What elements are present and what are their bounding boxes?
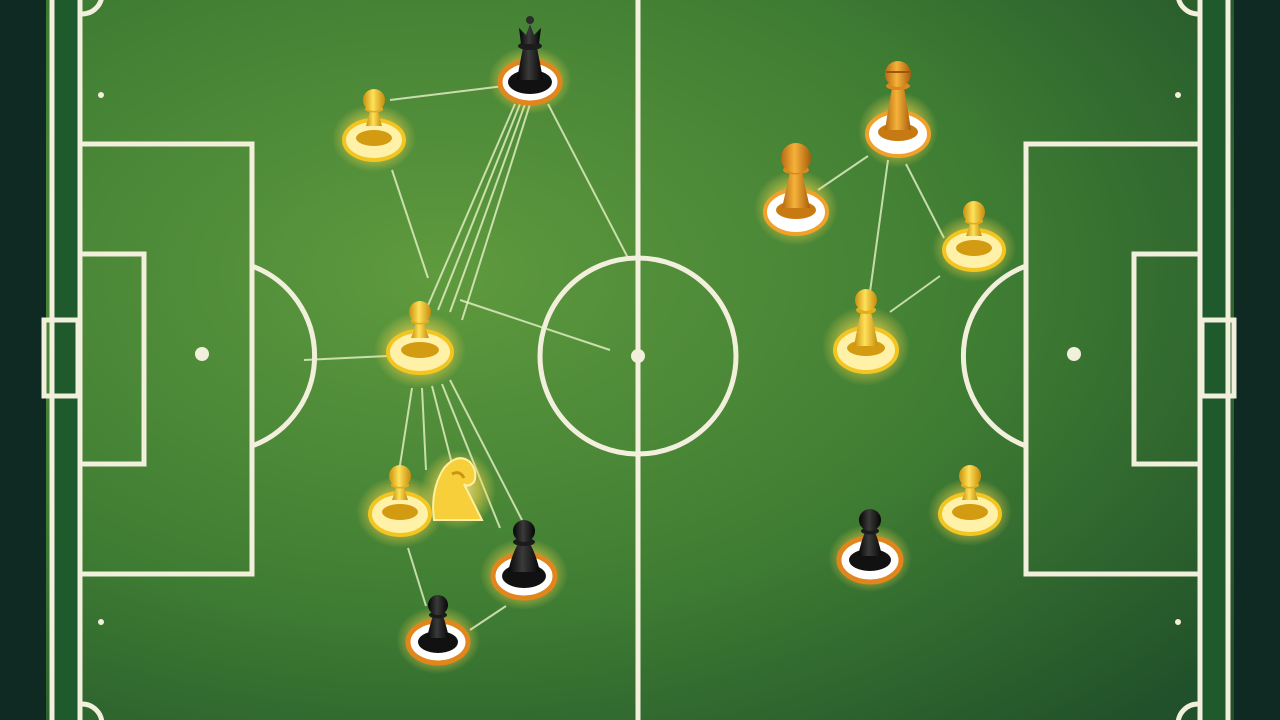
right-penalty-arc — [960, 263, 1027, 449]
center-circle — [537, 255, 739, 457]
left-backdrop — [0, 0, 46, 720]
pass-line — [407, 547, 427, 607]
knight-body — [432, 457, 484, 521]
corner-arc-bottom-left — [81, 701, 105, 720]
marker-dot — [98, 92, 104, 98]
pass-line — [421, 387, 427, 471]
pieces — [332, 16, 1016, 674]
pass-line — [431, 385, 453, 465]
pawn-head — [513, 520, 535, 542]
pawn-head — [409, 301, 431, 323]
pass-line — [391, 169, 429, 279]
pawn-body — [854, 312, 878, 346]
gold-knight — [420, 450, 496, 530]
black-pawn — [396, 595, 480, 674]
marker-dot — [98, 619, 104, 625]
black-pawn — [480, 520, 568, 610]
orange-pawn — [754, 143, 838, 246]
center-spot — [631, 349, 645, 363]
pass-line — [303, 355, 389, 361]
pass-line — [459, 299, 611, 351]
right-backdrop — [1234, 0, 1280, 720]
pawn-head — [855, 289, 877, 311]
marker-dot — [1175, 619, 1181, 625]
gold-pawn — [928, 465, 1012, 546]
corner-arc-bottom-right — [1175, 701, 1199, 720]
pass-line — [547, 103, 629, 259]
pawn-head — [859, 509, 881, 531]
pass-line — [461, 103, 531, 321]
corner-arc-top-right — [1176, 0, 1199, 17]
pass-line — [889, 275, 941, 313]
left-penalty-arc — [251, 263, 318, 449]
gold-pawn — [932, 201, 1016, 282]
pass-line — [437, 103, 521, 311]
black-queen — [488, 16, 572, 114]
pawn-head — [363, 89, 385, 111]
queen-crown — [519, 24, 541, 44]
pass-line — [905, 163, 945, 239]
pawn-head — [959, 465, 981, 487]
pass-line — [449, 379, 523, 521]
pawn-body — [962, 486, 978, 500]
right-goal — [1199, 317, 1237, 399]
left-penalty-spot — [195, 347, 209, 361]
pawn-body — [508, 544, 540, 572]
pitch-spots — [98, 92, 1181, 625]
pawn-head — [428, 595, 448, 615]
pawn-head — [963, 201, 985, 223]
pawn-body — [411, 322, 429, 338]
pawn-body — [966, 222, 982, 236]
gold-pawn — [374, 301, 466, 388]
left-goal — [41, 317, 81, 399]
pawn-body — [427, 616, 449, 638]
pass-line — [397, 387, 413, 479]
marker-dot — [1175, 92, 1181, 98]
pawn-body — [366, 110, 382, 126]
gold-pawn — [332, 89, 416, 172]
pawn-body — [782, 172, 810, 208]
right-penalty-spot — [1067, 347, 1081, 361]
pawn-body — [858, 532, 882, 556]
pawn-head — [781, 143, 811, 173]
black-pawn — [828, 509, 912, 592]
pass-line — [449, 103, 526, 313]
corner-arc-top-left — [81, 0, 104, 17]
pass-lines — [303, 83, 945, 631]
queen-body — [517, 48, 543, 80]
pawn-head — [885, 61, 911, 87]
orange-pawn — [858, 61, 938, 168]
pawn-head — [389, 465, 411, 487]
pass-line — [425, 103, 516, 311]
pawn-body — [885, 88, 911, 130]
pass-line — [869, 159, 889, 293]
pawn-body — [392, 486, 408, 500]
gold-pawn — [822, 289, 910, 386]
